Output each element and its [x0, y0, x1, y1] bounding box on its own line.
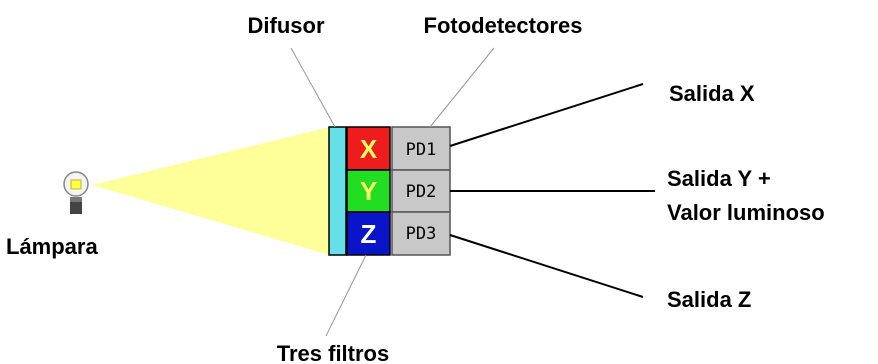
output-line-z	[449, 234, 644, 298]
fotodetectores-leader	[429, 47, 495, 128]
photodetector-pd1: PD1	[391, 126, 451, 171]
filter-y-letter: Y	[360, 176, 377, 206]
tres-filtros-label: Tres filtros	[277, 341, 389, 364]
filter-y: Y	[346, 169, 391, 213]
pd2-label: PD2	[406, 182, 437, 202]
filter-z: Z	[346, 211, 391, 256]
salida-x-label: Salida X	[669, 81, 755, 106]
salida-y-label: Salida Y +	[667, 166, 771, 191]
photodetector-pd3: PD3	[391, 211, 451, 256]
lamp-icon	[63, 171, 89, 214]
light-beam	[92, 127, 330, 255]
pd1-label: PD1	[406, 140, 437, 160]
lampara-label: Lámpara	[6, 234, 98, 259]
pd3-label: PD3	[406, 224, 437, 244]
output-line-x	[449, 83, 644, 147]
filter-x-letter: X	[360, 134, 378, 164]
filter-z-letter: Z	[361, 219, 377, 249]
photodetector-pd2: PD2	[391, 169, 451, 213]
filter-x: X	[346, 126, 391, 171]
salida-z-label: Salida Z	[667, 287, 751, 312]
fotodetectores-label: Fotodetectores	[424, 13, 583, 38]
diffuser	[328, 126, 347, 256]
filtros-leader	[325, 254, 367, 337]
valor-luminoso-label: Valor luminoso	[667, 200, 825, 225]
difusor-label: Difusor	[248, 13, 325, 38]
difusor-leader	[290, 47, 336, 128]
